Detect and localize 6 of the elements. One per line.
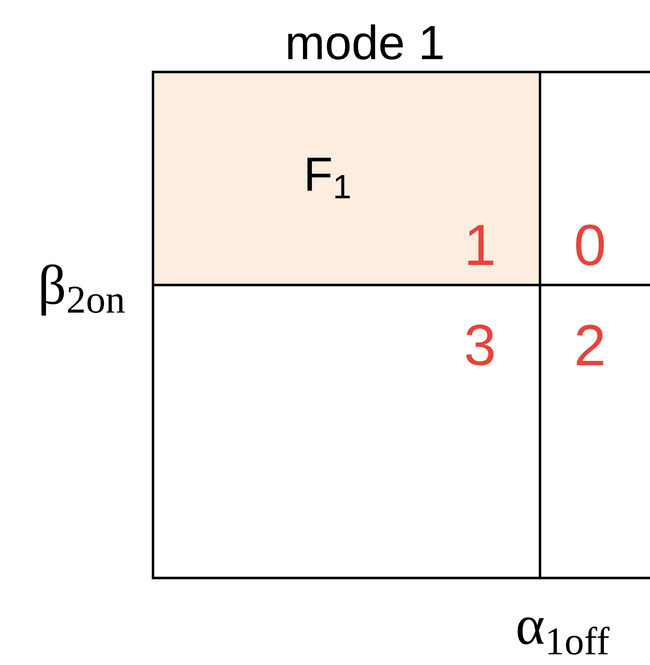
axis-label: β$_{2on}$ <box>41 264 125 316</box>
table-cell: F$_{1}$ 1 <box>154 74 538 284</box>
axis-label: α$_{1off}$ <box>518 617 610 655</box>
table-cell: 2 <box>576 324 604 366</box>
table-cell: 3 <box>466 324 494 366</box>
table-cell: 0 <box>576 224 604 266</box>
